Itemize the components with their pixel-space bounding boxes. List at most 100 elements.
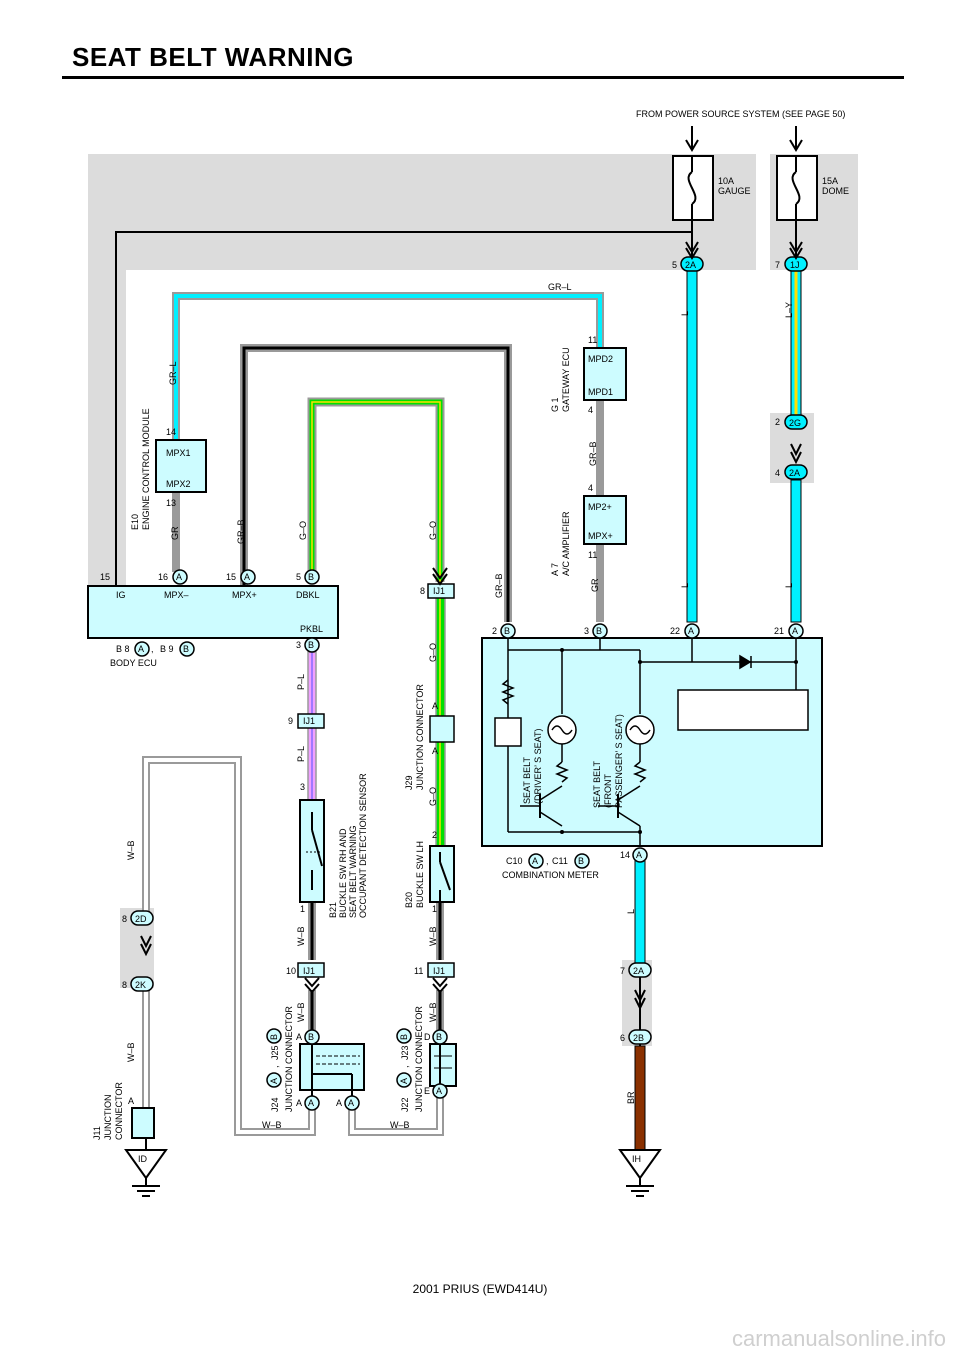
wire-br bbox=[634, 1045, 646, 1151]
page-title: SEAT BELT WARNING bbox=[72, 42, 354, 72]
wire-label-gr-l-h: GR–L bbox=[548, 282, 572, 292]
svg-text:IH: IH bbox=[632, 1154, 641, 1164]
wire-label-w-b-left1: W–B bbox=[126, 840, 136, 860]
title-rule bbox=[62, 76, 904, 79]
svg-text:11: 11 bbox=[414, 966, 423, 976]
wire-gr-acamp bbox=[596, 544, 604, 622]
svg-text:,: , bbox=[151, 644, 154, 654]
wire-label-br: BR bbox=[626, 1091, 636, 1104]
svg-text:IJ1: IJ1 bbox=[303, 716, 315, 726]
connector-2g bbox=[784, 414, 808, 430]
svg-text:JUNCTION CONNECTOR: JUNCTION CONNECTOR bbox=[415, 684, 425, 790]
svg-text:B: B bbox=[269, 1034, 279, 1040]
body-ecu-code1: B 8 bbox=[116, 644, 130, 654]
svg-text:7: 7 bbox=[620, 966, 625, 976]
acamp-mpxplus-label: MPX+ bbox=[588, 531, 613, 541]
svg-text:B: B bbox=[504, 626, 510, 636]
buckle-switch-rh: 3 1 B21 BUCKLE SW RH AND SEAT BELT WARNI… bbox=[299, 773, 368, 918]
svg-text:JUNCTION CONNECTOR: JUNCTION CONNECTOR bbox=[414, 1006, 424, 1112]
svg-text:1: 1 bbox=[300, 904, 305, 914]
gateway-code: G 1 bbox=[550, 397, 560, 412]
wire-label-w-b-bottom2: W–B bbox=[390, 1120, 410, 1130]
acamp-mp2plus-label: MP2+ bbox=[588, 502, 612, 512]
power-source-note: FROM POWER SOURCE SYSTEM (SEE PAGE 50) bbox=[636, 109, 845, 119]
svg-text:4: 4 bbox=[588, 405, 593, 415]
svg-text:SEAT BELT: SEAT BELT bbox=[522, 756, 532, 804]
meter-name: COMBINATION METER bbox=[502, 870, 599, 880]
svg-text:4: 4 bbox=[588, 483, 593, 493]
svg-text:JUNCTION CONNECTOR: JUNCTION CONNECTOR bbox=[284, 1006, 294, 1112]
gateway-mpd2-label: MPD2 bbox=[588, 354, 613, 364]
svg-text:2K: 2K bbox=[135, 980, 146, 990]
svg-text:1J: 1J bbox=[790, 260, 800, 270]
connector-2a-bottom bbox=[628, 962, 652, 978]
svg-text:21: 21 bbox=[774, 626, 784, 636]
svg-text:B: B bbox=[596, 626, 602, 636]
ground-ih: IH bbox=[618, 1149, 662, 1197]
svg-text:2A: 2A bbox=[789, 468, 800, 478]
svg-text:BUCKLE SW RH AND: BUCKLE SW RH AND bbox=[338, 828, 348, 918]
dome-fuse-rating: 15A bbox=[822, 176, 838, 186]
svg-text:A: A bbox=[244, 572, 250, 582]
body-ecu: IG MPX– MPX+ DBKL PKBL 15 16 A 15 A 5 B … bbox=[87, 569, 339, 668]
wire-label-l-mid: L bbox=[680, 583, 690, 588]
svg-text:B: B bbox=[183, 644, 189, 654]
svg-text:8: 8 bbox=[122, 980, 127, 990]
wire-g-o bbox=[311, 401, 441, 582]
combination-meter: SEAT BELT (DRIVER’ S SEAT) SEAT BELT (FR… bbox=[481, 623, 823, 880]
engine-control-module: MPX1 MPX2 14 13 E10 ENGINE CONTROL MODUL… bbox=[130, 408, 207, 530]
svg-text:11: 11 bbox=[588, 550, 597, 560]
acamp-code: A 7 bbox=[550, 563, 560, 576]
svg-text:B: B bbox=[399, 1034, 409, 1040]
watermark: carmanualsonline.info bbox=[731, 1326, 946, 1351]
wire-label-w-b-left2: W–B bbox=[126, 1042, 136, 1062]
acamp-name: A/C AMPLIFIER bbox=[561, 511, 571, 576]
body-ecu-ig-label: IG bbox=[116, 590, 126, 600]
connector-ij1-9 bbox=[297, 713, 325, 729]
wire-label-l-meter: L bbox=[626, 909, 636, 914]
wire-gr-l bbox=[174, 294, 602, 440]
svg-text:A: A bbox=[296, 1098, 302, 1108]
svg-text:A: A bbox=[176, 572, 182, 582]
wire-label-gr-l-v: GR–L bbox=[168, 361, 178, 385]
dome-fuse: 15A DOME bbox=[776, 126, 849, 221]
svg-text:11: 11 bbox=[588, 335, 597, 345]
svg-text:A: A bbox=[308, 1098, 314, 1108]
gauge-fuse: 10A GAUGE bbox=[672, 126, 751, 221]
svg-text:SEAT BELT WARNING: SEAT BELT WARNING bbox=[348, 825, 358, 918]
svg-text:A: A bbox=[636, 850, 642, 860]
svg-text:A: A bbox=[336, 1098, 342, 1108]
wire-label-g-o-lh: G–O bbox=[428, 787, 438, 806]
connector-2b bbox=[628, 1029, 652, 1045]
ecm-name: ENGINE CONTROL MODULE bbox=[141, 408, 151, 530]
svg-text:4: 4 bbox=[775, 468, 780, 478]
svg-text:BUCKLE SW LH: BUCKLE SW LH bbox=[415, 841, 425, 908]
svg-text:22: 22 bbox=[670, 626, 680, 636]
svg-text:A: A bbox=[399, 1078, 409, 1084]
wire-gr-b-main bbox=[242, 346, 510, 622]
svg-text:A: A bbox=[128, 1096, 134, 1106]
svg-text:8: 8 bbox=[420, 586, 425, 596]
meter-block-left bbox=[494, 717, 522, 747]
svg-text:J23: J23 bbox=[400, 1045, 410, 1060]
svg-text:2: 2 bbox=[492, 626, 497, 636]
svg-text:A: A bbox=[432, 746, 438, 756]
wire-gr-b-gw bbox=[596, 400, 604, 496]
svg-text:OCCUPANT DETECTION SENSOR: OCCUPANT DETECTION SENSOR bbox=[358, 773, 368, 918]
footer: 2001 PRIUS (EWD414U) bbox=[412, 1282, 548, 1296]
svg-text:J11: J11 bbox=[92, 1126, 102, 1140]
svg-text:C10: C10 bbox=[506, 856, 523, 866]
svg-text:A: A bbox=[269, 1078, 279, 1084]
diode-icon bbox=[739, 654, 752, 670]
svg-text:13: 13 bbox=[166, 498, 176, 508]
svg-text:PASSENGER’ S SEAT): PASSENGER’ S SEAT) bbox=[614, 714, 624, 808]
svg-text:1: 1 bbox=[432, 904, 437, 914]
body-ecu-dbkl-label: DBKL bbox=[296, 590, 320, 600]
ac-amplifier: MP2+ MPX+ 4 11 A 7 A/C AMPLIFIER bbox=[550, 483, 627, 576]
svg-text:J22: J22 bbox=[400, 1097, 410, 1112]
svg-text:J25: J25 bbox=[270, 1045, 280, 1060]
wire-l-gauge bbox=[686, 269, 698, 623]
svg-text:A: A bbox=[348, 1098, 354, 1108]
svg-text:CONNECTOR: CONNECTOR bbox=[114, 1082, 124, 1140]
